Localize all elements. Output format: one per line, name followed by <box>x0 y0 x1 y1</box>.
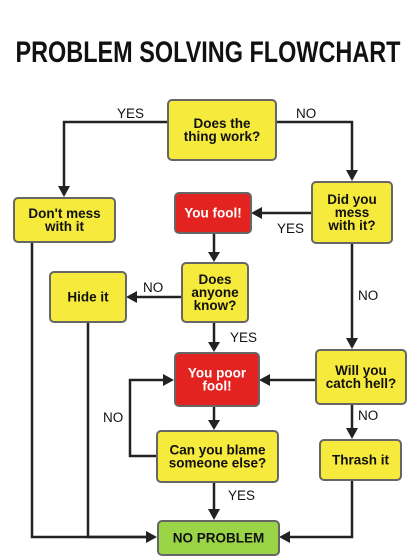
edge-blame-no <box>128 378 163 458</box>
node-box <box>174 192 252 234</box>
edge-label-hell-no: NO <box>358 408 378 423</box>
arrowhead <box>208 509 220 520</box>
node-box <box>157 520 280 556</box>
arrowhead <box>346 428 358 439</box>
edge-label-work-no: NO <box>296 106 316 121</box>
node-label-line: anyone <box>191 285 239 300</box>
arrowhead <box>208 420 220 430</box>
connectors <box>30 120 358 543</box>
edge-work-no <box>276 120 354 170</box>
edge-label-work-yes: YES <box>117 106 144 121</box>
node-label-line: NO PROBLEM <box>173 531 265 546</box>
node-box <box>311 181 393 244</box>
node-label-line: catch hell? <box>326 376 397 391</box>
edge-label-blame-no: NO <box>103 410 123 425</box>
arrowhead <box>346 170 358 181</box>
arrowhead <box>346 338 358 349</box>
arrowhead <box>58 186 70 197</box>
edge-thrash-noproblem <box>290 480 354 539</box>
arrowhead <box>146 531 157 543</box>
edge-label-know-yes: YES <box>230 330 257 345</box>
arrowhead <box>208 342 220 352</box>
node-box <box>13 197 116 243</box>
page-title: PROBLEM SOLVING FLOWCHART <box>16 36 401 69</box>
node-label-line: Does the <box>193 116 251 131</box>
edge-label-mess-no: NO <box>358 288 378 303</box>
node-box <box>49 271 127 323</box>
node-label-line: You fool! <box>184 206 241 221</box>
edge-label-mess-yes: YES <box>277 221 304 236</box>
arrowhead <box>251 207 262 219</box>
node-label-line: with it? <box>327 218 375 233</box>
node-label-line: Thrash it <box>332 453 390 468</box>
node-thrash-it: Thrash it <box>319 439 402 481</box>
node-label-line: someone else? <box>169 456 267 471</box>
node-box <box>181 262 249 323</box>
arrowhead <box>163 374 174 386</box>
arrowhead <box>126 291 137 303</box>
node-label-line: mess <box>335 205 370 220</box>
node-box <box>174 352 260 407</box>
node-label-line: thing work? <box>184 129 261 144</box>
edge-work-yes <box>62 120 168 186</box>
node-label-line: Did you <box>327 192 377 207</box>
node-box <box>156 430 279 483</box>
arrowhead <box>279 531 290 543</box>
edge-label-know-no: NO <box>143 280 163 295</box>
arrowhead <box>259 374 270 386</box>
arrowhead <box>208 252 220 262</box>
node-label-line: Will you <box>335 363 387 378</box>
node-label-line: know? <box>194 298 237 313</box>
edge-labels: YES NO YES NO YES NO NO NO YES <box>103 106 378 503</box>
node-hide-it: Hide it <box>49 271 127 323</box>
node-label-line: Don't mess <box>28 206 100 221</box>
edge-label-blame-yes: YES <box>228 488 255 503</box>
node-box <box>167 99 277 161</box>
node-label-line: fool! <box>202 379 231 394</box>
node-label-line: You poor <box>188 366 247 381</box>
node-no-problem: NO PROBLEM <box>157 520 280 556</box>
node-box <box>319 439 402 481</box>
node-you-fool: You fool! <box>174 192 252 234</box>
node-label-line: with it <box>44 219 84 234</box>
node-box <box>315 349 407 405</box>
node-label-line: Can you blame <box>169 443 266 458</box>
node-label-line: Hide it <box>67 290 109 305</box>
edge-hideit-noproblem <box>86 322 146 539</box>
node-label-line: Does <box>198 272 231 287</box>
